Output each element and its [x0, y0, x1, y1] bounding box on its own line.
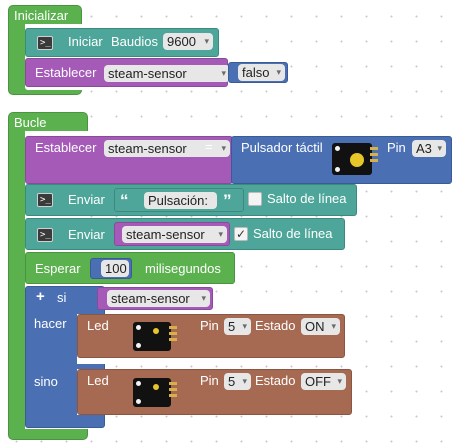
init-title: Inicializar — [14, 8, 69, 23]
set-sensor-block[interactable]: Establecer steam-sensor▾ — [25, 136, 233, 184]
print-label: Enviar — [68, 192, 105, 207]
state-dropdown[interactable]: ON▾ — [301, 318, 340, 335]
digital-pin-dropdown[interactable]: 5▾ — [224, 373, 251, 390]
led-off-block[interactable]: Led Pin 5▾ Estado OFF▾ — [77, 369, 352, 415]
touch-sensor-block[interactable]: Pulsador táctil Pin A3▾ — [231, 136, 452, 184]
chevron-down-icon: ▾ — [218, 229, 223, 239]
serial-begin-block[interactable]: >_ Iniciar Baudios 9600▾ — [25, 28, 219, 57]
newline-checkbox[interactable] — [248, 192, 262, 206]
chevron-down-icon: ▾ — [276, 67, 281, 77]
open-quote: “ — [120, 191, 129, 210]
touch-sensor-label: Pulsador táctil — [241, 140, 323, 155]
led-label: Led — [87, 373, 109, 388]
variable-dropdown[interactable]: steam-sensor▾ — [107, 290, 210, 307]
if-label: si — [57, 290, 67, 305]
chevron-down-icon: ▾ — [437, 143, 442, 153]
pin-label: Pin — [200, 318, 219, 333]
newline-label: Salto de línea — [253, 226, 333, 241]
equals-sign: = — [205, 139, 213, 154]
state-label: Estado — [255, 373, 296, 388]
text-input[interactable]: Pulsación: — [144, 192, 217, 209]
led-label: Led — [87, 318, 109, 333]
state-label: Estado — [255, 318, 296, 333]
terminal-icon: >_ — [37, 228, 53, 242]
add-branch-icon[interactable]: + — [36, 288, 45, 305]
chevron-down-icon: ▾ — [221, 143, 226, 153]
newline-checkbox[interactable]: ✓ — [234, 227, 248, 241]
delay-label: Esperar — [35, 261, 81, 276]
chevron-down-icon: ▾ — [242, 376, 247, 386]
loop-title: Bucle — [14, 115, 47, 130]
led-module-image — [133, 322, 177, 351]
chevron-down-icon: ▾ — [337, 376, 342, 386]
condition-variable-block[interactable]: steam-sensor▾ — [97, 287, 213, 310]
baud-rate-dropdown[interactable]: 9600▾ — [163, 33, 213, 50]
analog-pin-dropdown[interactable]: A3▾ — [412, 140, 446, 157]
chevron-down-icon: ▾ — [201, 293, 206, 303]
serial-begin-label: Iniciar — [68, 34, 103, 49]
led-on-block[interactable]: Led Pin 5▾ Estado ON▾ — [77, 314, 345, 358]
set-variable-label: Establecer — [35, 65, 97, 80]
newline-label: Salto de línea — [267, 191, 347, 206]
delay-value-input[interactable]: 100 — [101, 260, 129, 277]
chevron-down-icon: ▾ — [204, 36, 209, 46]
chevron-down-icon: ▾ — [221, 68, 226, 78]
pin-label: Pin — [200, 373, 219, 388]
touch-sensor-image — [332, 143, 378, 175]
variable-dropdown[interactable]: steam-sensor▾ — [104, 140, 230, 157]
chevron-down-icon: ▾ — [242, 321, 247, 331]
set-variable-block[interactable]: Establecer steam-sensor▾ = — [25, 58, 250, 87]
text-literal-block[interactable]: “ Pulsación: ” — [114, 188, 244, 212]
variable-getter-block[interactable]: steam-sensor▾ — [114, 222, 230, 246]
boolean-block[interactable]: falso▾ — [228, 62, 288, 83]
number-block[interactable]: 100 — [90, 258, 132, 279]
close-quote: ” — [223, 191, 232, 210]
terminal-icon: >_ — [37, 36, 53, 50]
terminal-icon: >_ — [37, 193, 53, 207]
baud-label: Baudios — [111, 34, 158, 49]
variable-dropdown[interactable]: steam-sensor▾ — [104, 65, 230, 82]
digital-pin-dropdown[interactable]: 5▾ — [224, 318, 251, 335]
do-label: hacer — [34, 316, 67, 331]
print-label: Enviar — [68, 227, 105, 242]
set-sensor-label: Establecer — [35, 140, 97, 155]
pin-label: Pin — [387, 140, 406, 155]
chevron-down-icon: ▾ — [331, 321, 336, 331]
boolean-dropdown[interactable]: falso▾ — [238, 64, 285, 81]
led-module-image — [133, 378, 177, 407]
else-label: sino — [34, 374, 58, 389]
variable-dropdown[interactable]: steam-sensor▾ — [122, 226, 227, 243]
delay-unit-label: milisegundos — [145, 261, 221, 276]
state-dropdown[interactable]: OFF▾ — [301, 373, 346, 390]
